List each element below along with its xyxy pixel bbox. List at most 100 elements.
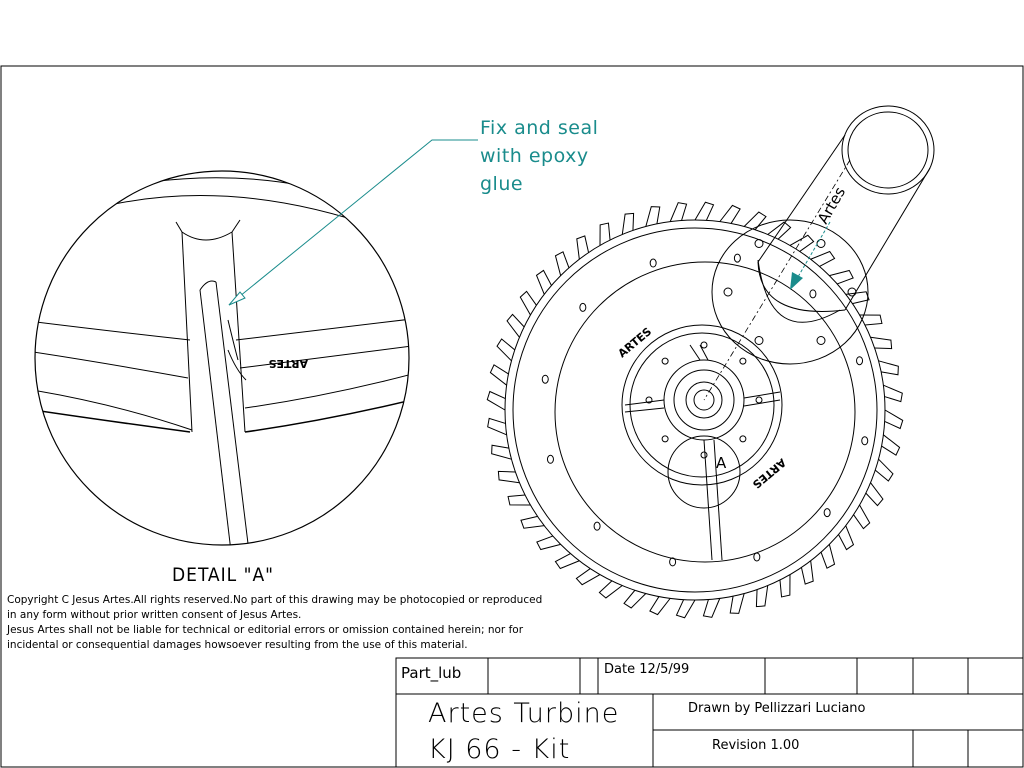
hub-hole [661, 435, 669, 443]
turbine-wheel [486, 105, 935, 619]
blade [621, 212, 635, 235]
copyright-line-3: Jesus Artes shall not be liable for tech… [7, 624, 524, 636]
bolt-hole [733, 253, 741, 263]
hub-hole [661, 357, 669, 365]
blade [800, 560, 814, 585]
drawing-title-line-1: Artes Turbine [428, 698, 620, 729]
bolt-hole [669, 557, 677, 567]
blade [884, 409, 904, 430]
title-block [395, 657, 1024, 768]
blade [599, 222, 611, 246]
blade [506, 313, 525, 338]
blade [838, 525, 855, 551]
epoxy-note-line-1: Fix and seal [480, 117, 599, 139]
blade [829, 269, 854, 285]
hub-hole [739, 357, 747, 365]
hub-hole [700, 341, 708, 349]
bolt-hole [541, 374, 549, 384]
revision: Revision 1.00 [712, 738, 800, 753]
blade [743, 211, 767, 231]
bolt-hole [809, 289, 817, 299]
blade [845, 291, 870, 305]
epoxy-note-line-2: with epoxy [480, 145, 589, 167]
copyright-line-1: Copyright C Jesus Artes.All rights reser… [7, 594, 543, 606]
drawn-by: Drawn by Pellizzari Luciano [688, 701, 866, 716]
blade [870, 336, 893, 350]
blade [881, 434, 901, 456]
blade [598, 580, 623, 599]
blade [497, 470, 520, 484]
hub-hole [739, 435, 747, 443]
blade [535, 269, 552, 295]
blade [767, 221, 792, 240]
blade [491, 444, 512, 460]
blade [519, 290, 537, 316]
blade [702, 598, 721, 618]
detail-caption: DETAIL "A" [172, 564, 275, 586]
insert-arrow [790, 221, 831, 290]
blade [669, 202, 688, 222]
flange-hole [847, 287, 857, 297]
blade [536, 535, 561, 551]
detail-stamp: ARTES [268, 357, 308, 370]
blade [554, 251, 570, 276]
flange-hole [754, 335, 764, 345]
blade [859, 314, 883, 326]
detail-a-view [34, 170, 410, 546]
blade [755, 585, 769, 608]
blade [489, 364, 509, 386]
blade [810, 250, 836, 267]
blade [554, 553, 580, 570]
flange-hole [816, 239, 826, 249]
blade [853, 504, 871, 530]
disc-stamp-top: ARTES [616, 325, 655, 360]
blade [779, 574, 791, 598]
bolt-hole [593, 521, 601, 531]
blade [865, 482, 884, 507]
bolt-hole [856, 356, 864, 366]
drawing-date: Date 12/5/99 [604, 662, 690, 677]
bolt-hole [546, 454, 554, 464]
bolt-hole [579, 302, 587, 312]
hub-hole [700, 451, 708, 459]
blade [729, 593, 745, 614]
bolt-hole [649, 258, 657, 268]
blade [820, 544, 836, 569]
blade [575, 568, 601, 586]
blade [487, 417, 507, 436]
copyright-line-4: incidental or consequential damages hows… [7, 639, 468, 651]
blade [649, 596, 671, 616]
blade [694, 201, 715, 221]
centre-axis [703, 159, 851, 401]
detail-a-marker-circle [667, 435, 741, 509]
blade [576, 235, 590, 260]
drawing-title-line-2: KJ 66 - Kit [428, 734, 571, 765]
blade [645, 206, 661, 227]
detail-marker-label: A [716, 454, 727, 472]
epoxy-note-line-3: glue [480, 173, 524, 195]
detail-circle [34, 170, 410, 546]
blade [496, 338, 516, 362]
blade [789, 234, 815, 252]
blade [719, 204, 741, 224]
hub-hole [755, 396, 763, 404]
blade [878, 360, 899, 376]
bolt-hole [861, 436, 869, 446]
blade [675, 599, 696, 619]
bolt-hole [753, 552, 761, 562]
bolt-hole [823, 508, 831, 518]
blade [883, 384, 903, 403]
flange-hole [754, 239, 764, 249]
hub-hole [645, 396, 653, 404]
flange-hole [723, 287, 733, 297]
leader-line [228, 139, 478, 306]
part-name: Part_lub [401, 664, 462, 682]
copyright-line-2: in any form without prior written consen… [7, 609, 302, 621]
flange-hole [816, 335, 826, 345]
tube-label: Artes [814, 184, 849, 227]
blade [874, 458, 894, 482]
blade [623, 589, 647, 609]
blade [486, 390, 506, 411]
copyright-notice: Copyright C Jesus Artes.All rights reser… [7, 593, 567, 653]
